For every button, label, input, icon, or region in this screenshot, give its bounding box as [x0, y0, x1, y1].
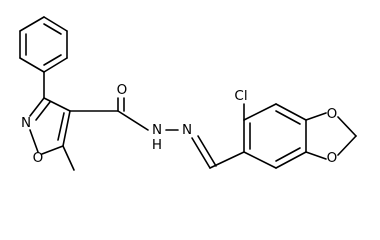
- atom-label-o-isoxazole: O: [33, 150, 44, 166]
- atom-label-cl: Cl: [234, 88, 247, 104]
- bond: [35, 101, 51, 121]
- bond: [62, 145, 75, 171]
- atom-label-h-amide: H: [152, 137, 162, 153]
- atom-label-n-amide: N: [152, 122, 162, 138]
- bond: [43, 54, 62, 66]
- bond: [337, 116, 357, 137]
- atom-label-n-isoxazole: N: [21, 115, 31, 131]
- bond: [57, 112, 65, 141]
- bond: [275, 147, 301, 162]
- atom-label-o-carbonyl: O: [117, 82, 128, 98]
- bond: [191, 137, 211, 169]
- atom-labels: O N O N H N Cl O O: [21, 82, 337, 166]
- bond: [337, 135, 357, 156]
- bond: [275, 103, 307, 121]
- bond: [62, 110, 71, 147]
- bond: [19, 57, 45, 73]
- bond: [29, 129, 39, 153]
- bond: [41, 145, 64, 155]
- bond: [117, 110, 149, 131]
- bond: [243, 151, 277, 169]
- bond: [275, 151, 307, 169]
- bond: [43, 16, 68, 32]
- bond-lines: [19, 16, 357, 171]
- bond: [43, 57, 68, 73]
- atom-label-o-dioxole-bottom: O: [327, 150, 338, 166]
- bond: [43, 97, 71, 112]
- bond: [29, 97, 45, 117]
- bond: [19, 16, 45, 32]
- bond: [43, 23, 62, 35]
- atom-label-o-dioxole-top: O: [327, 106, 338, 122]
- bond: [243, 103, 277, 121]
- bond: [209, 151, 245, 169]
- bond: [305, 151, 327, 160]
- bond: [197, 135, 217, 167]
- atom-label-n-imine: N: [182, 122, 192, 138]
- bond: [275, 110, 301, 125]
- chemical-structure-diagram: O N O N H N Cl O O: [19, 16, 357, 171]
- bond: [305, 112, 327, 121]
